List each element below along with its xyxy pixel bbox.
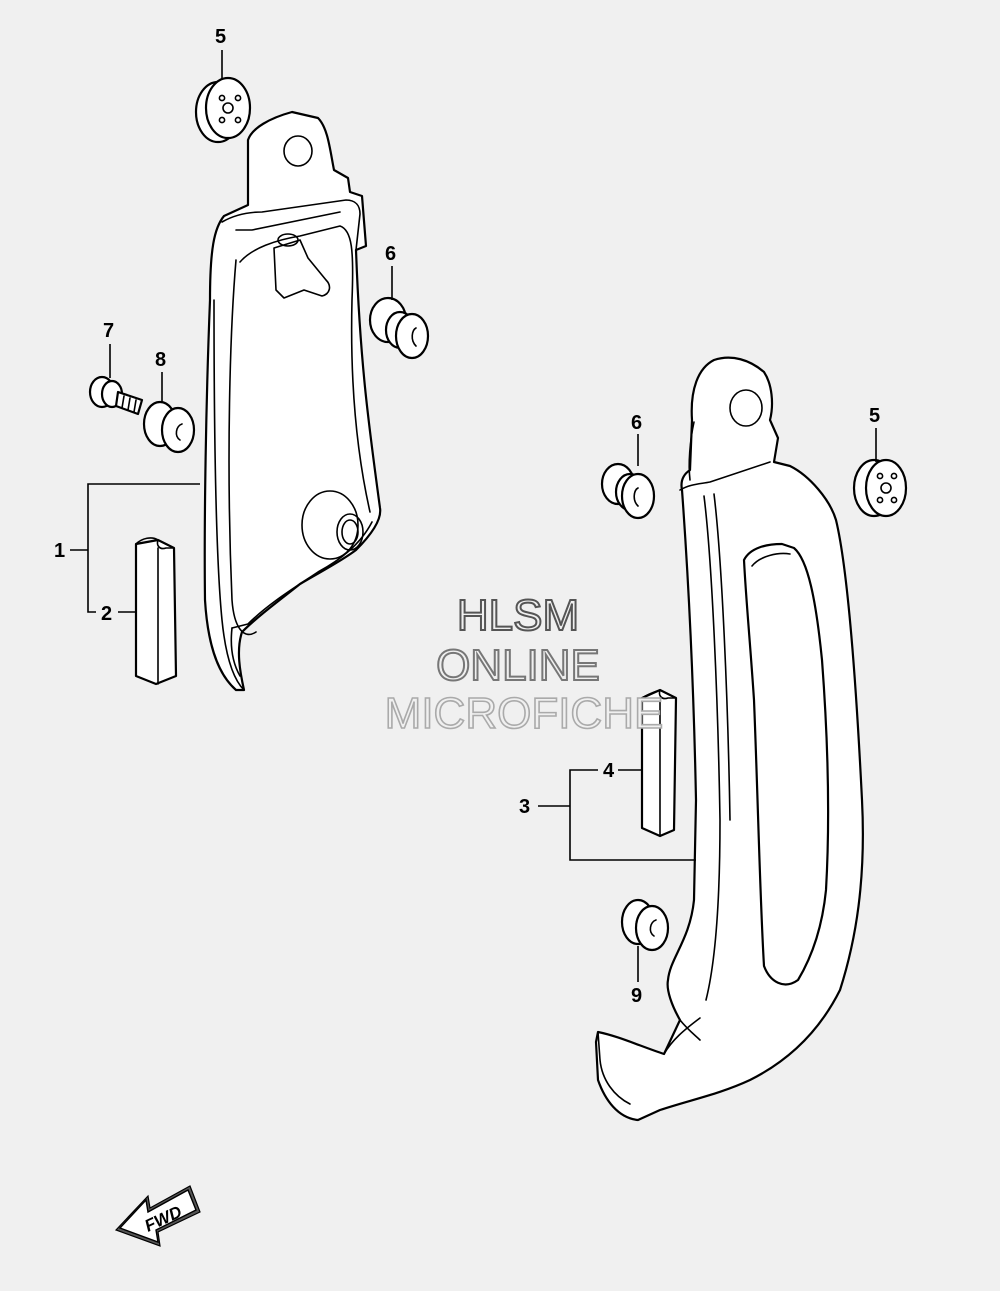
grommet-part-5-right[interactable] <box>852 458 908 518</box>
grommet-part-5-left[interactable] <box>194 76 252 144</box>
callout-2: 2 <box>101 603 112 625</box>
callout-4: 4 <box>603 760 615 782</box>
watermark-line-2: ONLINE <box>436 641 600 690</box>
bushing-part-6-right[interactable] <box>600 462 656 520</box>
right-bracket-part-3[interactable] <box>594 356 864 1122</box>
bolt-part-7[interactable] <box>88 375 144 416</box>
collar-part-8[interactable] <box>142 400 196 454</box>
callout-numbers: 5 7 8 6 1 2 6 5 4 3 9 <box>54 26 880 1007</box>
watermark: HLSM ONLINE MICROFICHE <box>384 590 664 739</box>
watermark-line-1: HLSM <box>457 591 579 640</box>
bushing-part-6-left[interactable] <box>368 296 430 360</box>
watermark-line-3: MICROFICHE <box>385 689 664 738</box>
callout-5-right: 5 <box>869 405 880 427</box>
callout-3: 3 <box>519 796 530 818</box>
callout-9: 9 <box>631 985 642 1007</box>
leader-lines <box>70 50 877 982</box>
left-strip-part-2[interactable] <box>134 537 178 686</box>
fwd-arrow-icon: FWD <box>114 1185 201 1247</box>
callout-1: 1 <box>54 540 65 562</box>
grommet-part-9[interactable] <box>620 898 670 952</box>
callout-8: 8 <box>155 349 166 371</box>
right-strip-part-4[interactable] <box>640 688 678 838</box>
callout-6-right: 6 <box>631 412 642 434</box>
callout-7: 7 <box>103 320 114 342</box>
callout-6-left: 6 <box>385 243 396 265</box>
left-bracket-part-1[interactable] <box>203 110 382 692</box>
callout-5-left: 5 <box>215 26 226 48</box>
